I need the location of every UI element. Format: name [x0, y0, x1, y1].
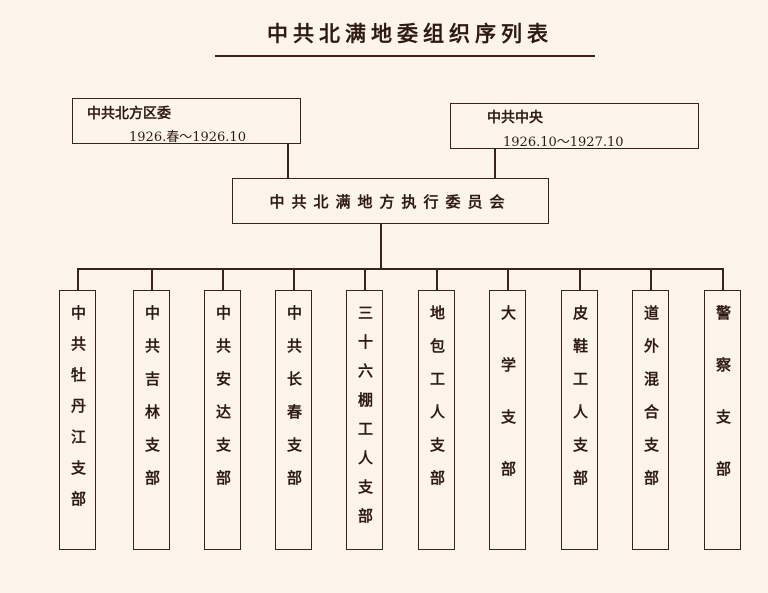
- connector-line: [77, 268, 79, 291]
- central-name: 中共北满地方执行委员会: [269, 193, 512, 211]
- central-committee-box: 中共北满地方执行委员会: [232, 178, 549, 224]
- parent-period: 1926.10～1927.10: [503, 135, 624, 150]
- parent-period: 1926.春～1926.10: [129, 130, 246, 145]
- connector-line: [436, 268, 438, 291]
- branch-box: 警察支部: [704, 290, 741, 550]
- branch-name: 警察支部: [714, 305, 732, 513]
- connector-line: [494, 148, 496, 179]
- connector-line: [293, 268, 295, 291]
- chart-title: 中共北满地委组织序列表: [267, 22, 553, 46]
- branch-name: 中共安达支部: [214, 305, 232, 503]
- connector-line: [222, 268, 224, 291]
- connector-line: [650, 268, 652, 291]
- connector-line: [380, 223, 382, 269]
- branch-box: 地包工人支部: [418, 290, 455, 550]
- connector-line: [722, 268, 724, 291]
- connector-line: [579, 268, 581, 291]
- parent-box-north-bureau: 中共北方区委 1926.春～1926.10: [72, 98, 301, 145]
- branch-box: 中共安达支部: [204, 290, 241, 550]
- branch-name: 皮鞋工人支部: [571, 305, 589, 503]
- branch-name: 中共牡丹江支部: [69, 305, 87, 522]
- branch-box: 道外混合支部: [632, 290, 669, 550]
- branch-box: 中共牡丹江支部: [59, 290, 96, 550]
- parent-box-central-committee: 中共中央 1926.10～1927.10: [450, 103, 699, 150]
- branch-box: 大学支部: [489, 290, 526, 550]
- branch-box: 中共吉林支部: [133, 290, 170, 550]
- branch-box: 皮鞋工人支部: [561, 290, 598, 550]
- parent-name: 中共中央: [487, 110, 543, 126]
- branch-name: 中共长春支部: [285, 305, 303, 503]
- branch-name: 道外混合支部: [642, 305, 660, 503]
- branch-bus-line: [77, 268, 723, 270]
- branch-box: 三十六棚工人支部: [346, 290, 383, 550]
- branch-name: 三十六棚工人支部: [356, 305, 374, 537]
- connector-line: [151, 268, 153, 291]
- branch-name: 中共吉林支部: [143, 305, 161, 503]
- connector-line: [287, 143, 289, 179]
- connector-line: [364, 268, 366, 291]
- branch-name: 大学支部: [499, 305, 517, 513]
- connector-line: [507, 268, 509, 291]
- title-underline: [215, 55, 595, 57]
- parent-name: 中共北方区委: [87, 106, 171, 122]
- branch-name: 地包工人支部: [428, 305, 446, 503]
- branch-box: 中共长春支部: [275, 290, 312, 550]
